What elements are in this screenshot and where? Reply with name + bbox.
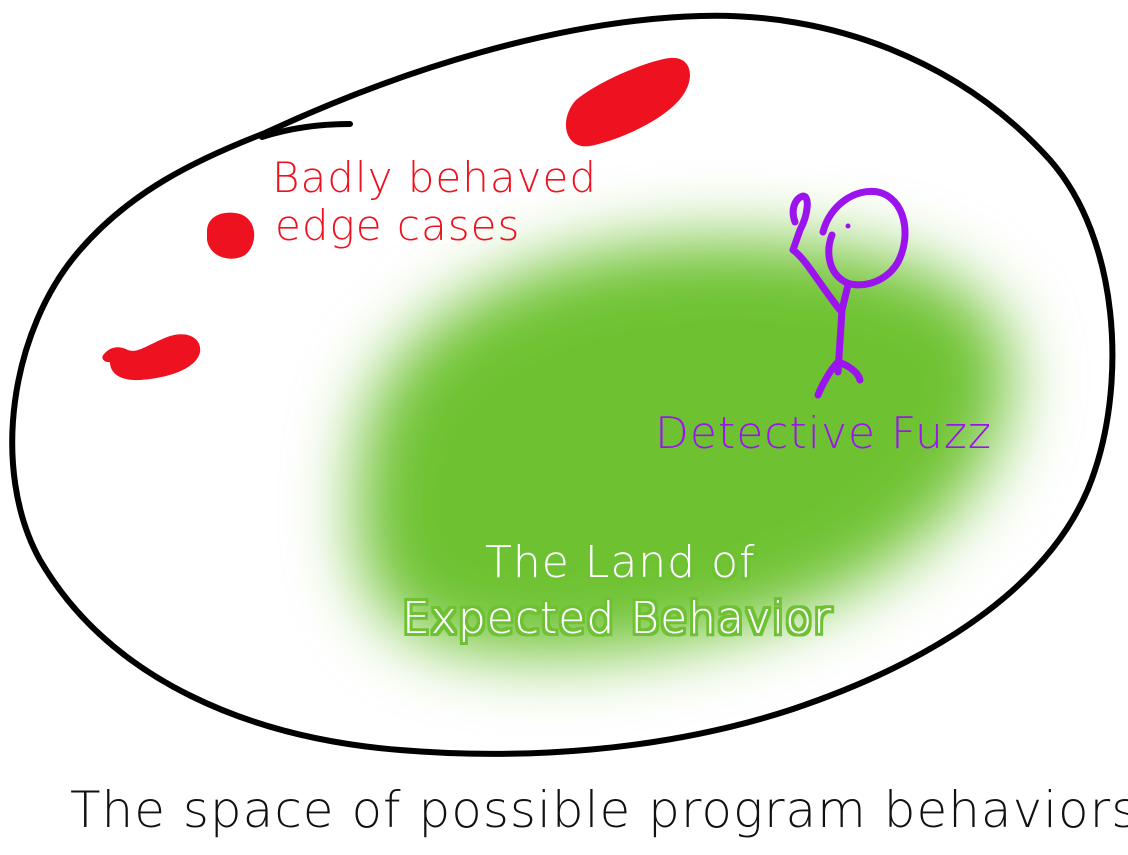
edge-case-blobs xyxy=(102,57,690,381)
behavior-space-outline xyxy=(9,12,1116,757)
edge-case-blob-small xyxy=(207,212,255,259)
detective-fuzz-label: Detective Fuzz xyxy=(655,408,992,459)
edge-cases-label-line1: Badly behaved xyxy=(272,153,597,202)
arm xyxy=(789,246,844,314)
head xyxy=(819,187,909,289)
edge-cases-label-line2: edge cases xyxy=(275,201,520,250)
eye xyxy=(845,223,851,229)
expected-behavior-region xyxy=(356,239,1011,656)
edge-case-blob-large xyxy=(565,57,690,147)
edge-case-blob-left xyxy=(102,334,201,381)
magnifying-glass-icon xyxy=(789,192,811,254)
detective-fuzz-figure xyxy=(789,187,909,399)
diagram-caption: The space of possible program behaviors xyxy=(70,781,1128,839)
expected-region-label-line2: Expected Behavior xyxy=(402,593,832,644)
legs xyxy=(814,358,864,399)
expected-region-label-line1: The Land of xyxy=(485,537,756,588)
